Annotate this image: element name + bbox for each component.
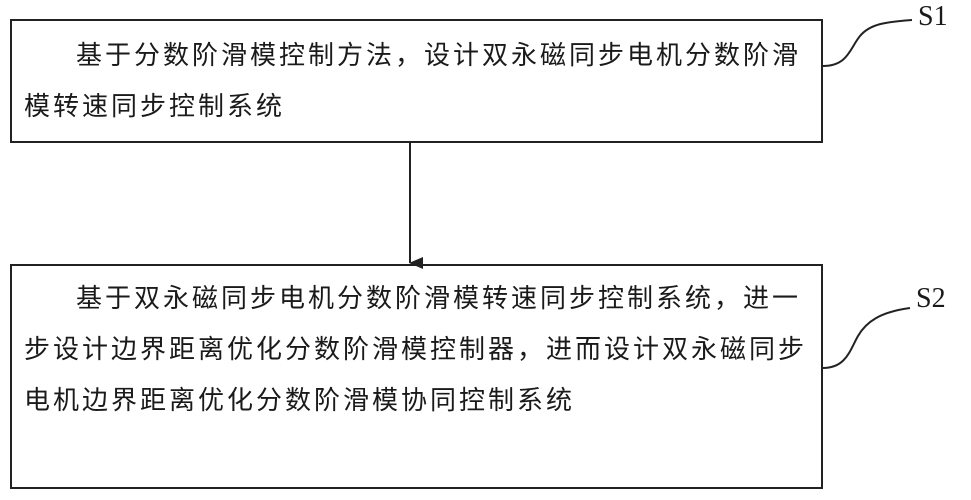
step-box-s1: 基于分数阶滑模控制方法，设计双永磁同步电机分数阶滑模转速同步控制系统: [10, 19, 823, 143]
step-label-s2: S2: [916, 283, 946, 314]
step-text-s1: 基于分数阶滑模控制方法，设计双永磁同步电机分数阶滑模转速同步控制系统: [24, 41, 802, 122]
step-text-s2: 基于双永磁同步电机分数阶滑模转速同步控制系统，进一步设计边界距离优化分数阶滑模控…: [24, 284, 808, 416]
step-box-s2: 基于双永磁同步电机分数阶滑模转速同步控制系统，进一步设计边界距离优化分数阶滑模控…: [10, 264, 823, 489]
step-label-s1: S1: [918, 1, 948, 32]
leader-line-s2: [822, 307, 911, 369]
leader-line-s1: [822, 19, 913, 67]
